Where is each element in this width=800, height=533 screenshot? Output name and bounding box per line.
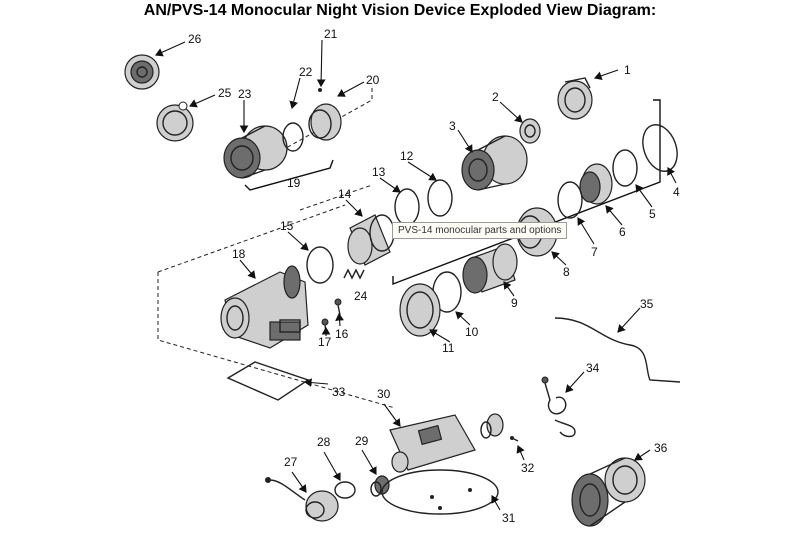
callout-14: 14	[338, 187, 352, 201]
callout-28: 28	[317, 435, 331, 449]
part-2-ring	[519, 118, 541, 144]
callout-2: 2	[492, 90, 499, 104]
callout-7: 7	[591, 245, 598, 259]
part-36-eyecup	[571, 457, 646, 527]
leader-lines	[154, 39, 677, 511]
callout-29: 29	[355, 434, 369, 448]
bracket-main-assembly	[392, 99, 661, 286]
part-28-ring	[334, 481, 356, 499]
diagram-title: AN/PVS-14 Monocular Night Vision Device …	[143, 2, 657, 19]
part-9-tube	[462, 243, 518, 294]
part-33-manual	[226, 361, 310, 401]
parts-tooltip: PVS-14 monocular parts and options	[392, 222, 568, 239]
callout-34: 34	[586, 361, 600, 375]
part-34-lanyard	[541, 376, 576, 438]
callout-8: 8	[563, 265, 570, 279]
callout-12: 12	[400, 149, 414, 163]
part-5-ring	[612, 149, 638, 187]
callout-20: 20	[366, 73, 380, 87]
callout-33: 33	[332, 385, 346, 399]
part-11-lens	[399, 283, 441, 337]
part-16-screw	[334, 298, 342, 316]
part-21-screw	[318, 88, 322, 92]
part-15-ring	[306, 246, 334, 284]
callout-30: 30	[377, 387, 391, 401]
callout-35: 35	[640, 297, 654, 311]
callout-13: 13	[372, 165, 386, 179]
part-26-knob	[124, 54, 160, 90]
part-23-eyepiece	[223, 125, 288, 179]
callout-3: 3	[449, 119, 456, 133]
part-22-ring	[282, 122, 304, 152]
part-30-circuit-board	[389, 414, 476, 473]
callout-1: 1	[624, 63, 631, 77]
callout-6: 6	[619, 225, 626, 239]
part-30-knob	[480, 413, 504, 439]
part-17-screw	[321, 318, 329, 333]
callout-26: 26	[188, 32, 202, 46]
part-6-ring	[579, 163, 613, 205]
part-13-ring	[394, 188, 420, 226]
part-31-o-ring	[381, 469, 499, 515]
part-27-battery-cap	[265, 477, 339, 522]
part-18-housing	[220, 265, 309, 349]
callout-5: 5	[649, 207, 656, 221]
part-20-ring	[308, 103, 342, 141]
part-32-screw	[510, 436, 519, 442]
callout-24: 24	[354, 289, 368, 303]
callout-17: 17	[318, 335, 332, 349]
part-24-spring	[343, 268, 365, 280]
callout-11: 11	[442, 341, 455, 355]
callout-16: 16	[335, 327, 349, 341]
part-14-tube	[347, 214, 395, 266]
callout-27: 27	[284, 455, 298, 469]
part-31-screws	[430, 488, 472, 510]
callout-36: 36	[654, 441, 668, 455]
part-12-ring	[427, 179, 453, 217]
callout-22: 22	[299, 65, 313, 79]
callout-21: 21	[324, 27, 338, 41]
part-25-knob	[156, 101, 194, 142]
part-7-ring	[557, 181, 583, 219]
bracket-19	[244, 159, 334, 191]
part-3-lens-housing	[461, 135, 528, 191]
callout-18: 18	[232, 247, 246, 261]
part-35-cable	[554, 317, 681, 383]
callout-19: 19	[287, 176, 301, 190]
callout-15: 15	[280, 219, 294, 233]
callout-32: 32	[521, 461, 535, 475]
callout-10: 10	[465, 325, 479, 339]
callout-23: 23	[238, 87, 252, 101]
callout-31: 31	[502, 511, 516, 525]
part-1-eyecup	[557, 77, 593, 120]
callout-9: 9	[511, 296, 518, 310]
callout-25: 25	[218, 86, 232, 100]
part-29-knob	[370, 475, 390, 497]
callout-4: 4	[673, 185, 680, 199]
